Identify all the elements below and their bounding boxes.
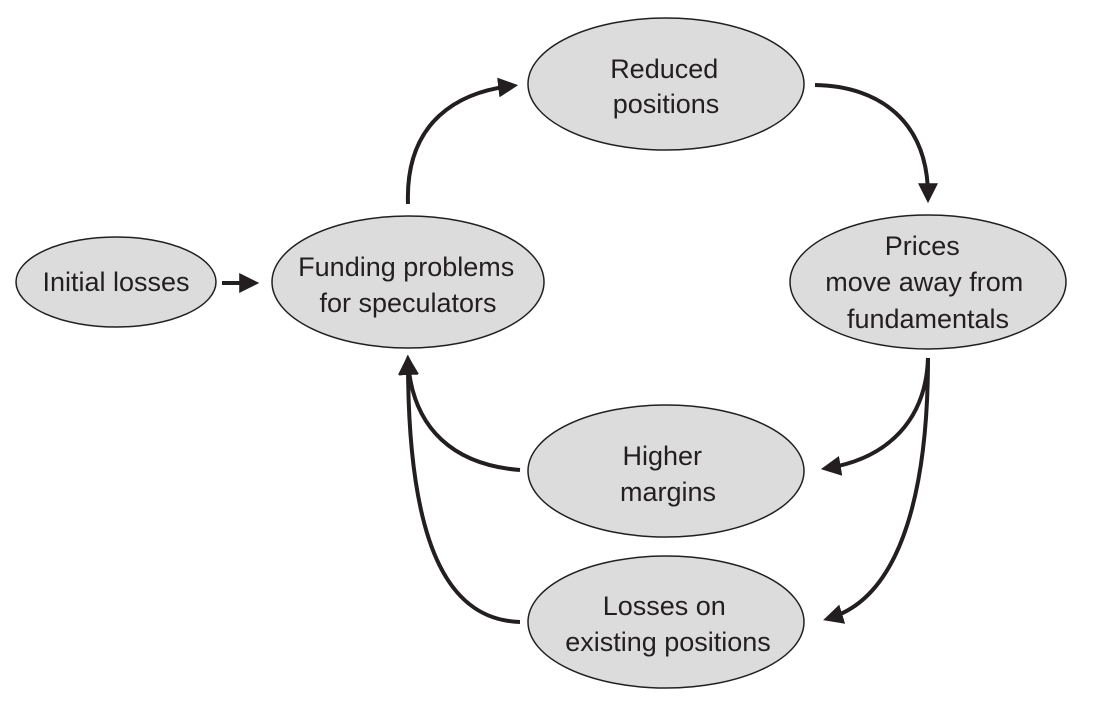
arrow-prices-to-margins [820,357,930,476]
node-prices-move-line-3: fundamentals [847,304,1009,334]
svg-text:Initial losses: Initial losses [42,267,189,297]
node-initial-losses-line-1: Initial losses [42,267,189,297]
arrow-reduced-to-prices [814,83,938,204]
node-higher-margins-shape [527,404,805,538]
node-losses-existing-line-2: existing positions [565,627,771,657]
node-higher-margins-line-1: Higher [622,441,702,471]
node-losses-existing: Losses on existing positions [527,555,805,689]
arrow-losses-to-funding [398,354,521,624]
node-prices-move-line-1: Prices [885,231,960,261]
node-losses-existing-shape [527,555,805,689]
svg-text:Losses on existing posit: Losses on existing positions [565,591,771,657]
svg-text:Funding problems for spe: Funding problems for speculators [298,252,522,318]
node-prices-move-line-2: move away from [825,267,1023,297]
node-prices-move: Prices move away from fundamentals [789,214,1067,350]
node-reduced-positions: Reduced positions [527,17,805,151]
node-initial-losses: Initial losses [15,236,217,328]
node-funding-problems: Funding problems for speculators [271,215,545,349]
node-losses-existing-line-1: Losses on [603,591,726,621]
arrow-funding-to-reduced [405,77,519,205]
node-reduced-positions-shape [527,17,805,151]
node-reduced-positions-line-1: Reduced [610,54,718,84]
node-reduced-positions-line-2: positions [613,89,720,119]
arrows [222,77,938,624]
svg-text:Prices move away from: Prices move away from fundamentals [825,231,1031,334]
arrow-prices-to-losses [823,357,930,624]
node-funding-problems-line-1: Funding problems [298,252,514,282]
node-higher-margins: Higher margins [527,404,805,538]
node-prices-move-shape [789,214,1067,350]
node-funding-problems-line-2: for speculators [319,288,496,318]
svg-text:Higher margins: Higher margins [620,441,716,507]
svg-text:Reduced positions: Reduced positions [610,54,726,119]
node-higher-margins-line-2: margins [620,477,716,507]
arrow-margins-to-funding [398,354,521,472]
node-funding-problems-shape [271,215,545,349]
node-initial-losses-shape [15,236,217,328]
